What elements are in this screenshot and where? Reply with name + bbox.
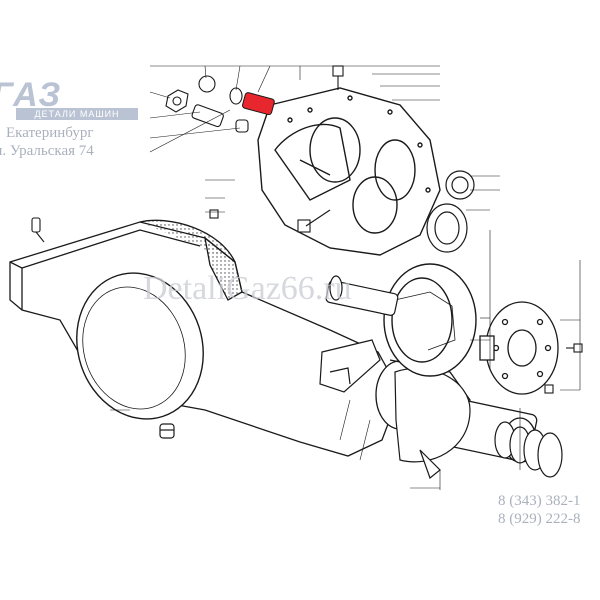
bolts — [209, 65, 583, 394]
bearing-stack — [494, 421, 563, 478]
axle-shaft — [325, 275, 399, 316]
differential-cover — [76, 272, 204, 420]
phone-1: 8 (343) 382-1 — [498, 493, 581, 509]
highlighted-part — [242, 92, 275, 116]
watermark: DetaliGaz66.ru — [143, 270, 352, 307]
differential-carrier — [257, 87, 441, 256]
logo-subtitle: ДЕТАЛИ МАШИН — [16, 108, 138, 120]
spring-seat — [319, 339, 381, 393]
leader-lines — [110, 65, 581, 490]
pinion-parts — [165, 75, 249, 133]
brake-backing-plate — [394, 367, 471, 479]
axle-housing — [9, 219, 401, 457]
logo-text: ГАЗ — [0, 76, 63, 114]
phone-2: 8 (929) 222-8 — [498, 511, 581, 527]
address-street: ул. Уральская 74 — [0, 143, 94, 159]
address-city: Екатеринбург — [6, 125, 94, 141]
drain-plug — [159, 423, 175, 439]
brake-drum — [383, 263, 477, 377]
wheel-hub — [479, 301, 559, 395]
carrier-bearing — [426, 170, 475, 253]
breather — [31, 217, 45, 243]
brand-logo: ГАЗ ДЕТАЛИ МАШИН — [0, 76, 142, 124]
